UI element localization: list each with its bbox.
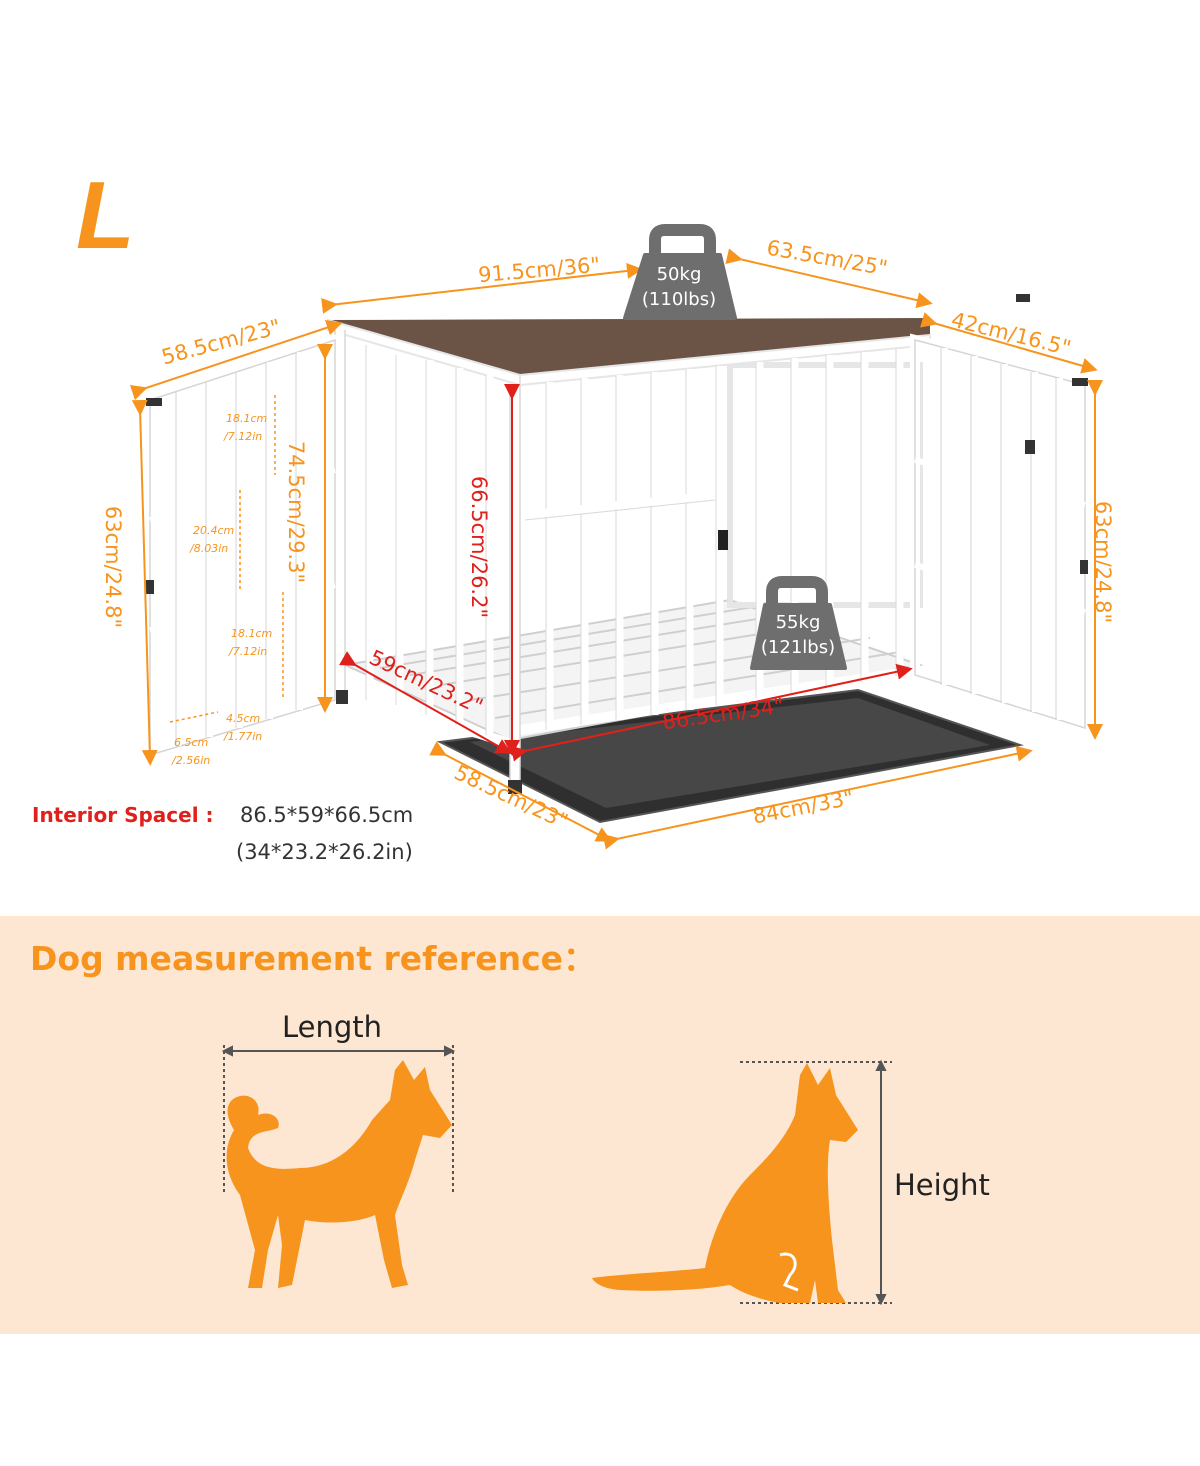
right-door	[910, 333, 1090, 735]
weight-top-lbs: (110lbs)	[641, 289, 717, 310]
foot-a-cm: 6.5cm	[174, 736, 209, 749]
height-measure	[740, 1059, 892, 1306]
weight-icon-top	[623, 224, 737, 320]
interior-metric: 86.5*59*66.5cm	[240, 803, 414, 827]
sitting-dog-leg-line	[779, 1252, 799, 1292]
foot-left	[336, 690, 348, 704]
bar-gap-mid-in: /8.03in	[190, 542, 229, 555]
bar-gap-mid-cm: 20.4cm	[193, 524, 235, 537]
dimension-lines	[129, 248, 1103, 850]
weight-floor-lbs: (121lbs)	[760, 637, 836, 658]
standing-dog-silhouette	[226, 1060, 452, 1288]
bar-gap-lines	[169, 395, 284, 723]
sitting-dog-silhouette	[592, 1063, 858, 1303]
foot-b-in: /1.77in	[224, 730, 263, 743]
weight-floor: 55kg (121lbs)	[750, 610, 846, 660]
interior-lines	[339, 384, 913, 762]
size-label: L	[76, 162, 135, 269]
weight-top-kg: 50kg	[656, 264, 702, 285]
door-height-left-dim: 63cm/24.8"	[101, 505, 126, 629]
front-bars	[546, 349, 904, 730]
weight-floor-kg: 55kg	[775, 612, 821, 633]
bar-gap-bot-cm: 18.1cm	[231, 627, 273, 640]
dog-silhouettes	[221, 1045, 892, 1306]
front-crossbar	[524, 491, 716, 519]
crate-illustration	[129, 224, 1103, 850]
overall-height-dim: 74.5cm/29.3"	[284, 440, 309, 584]
bar-gap-top-in: /7.12in	[224, 430, 263, 443]
door-height-right-dim: 63cm/24.8"	[1091, 500, 1116, 624]
bar-gap-top-cm: 18.1cm	[226, 412, 268, 425]
length-label: Length	[282, 1010, 383, 1044]
weight-top: 50kg (110lbs)	[624, 262, 734, 312]
height-label: Height	[894, 1168, 990, 1202]
wood-top	[328, 318, 930, 375]
interior-height-dim: 66.5cm/26.2"	[467, 475, 492, 619]
length-measure	[221, 1045, 456, 1195]
interior-label: Interior Spacel :	[32, 803, 214, 827]
reference-title: Dog measurement reference：	[30, 939, 597, 978]
front-latch	[718, 530, 728, 550]
foot-a-in: /2.56in	[172, 754, 211, 767]
bar-gap-bot-in: /7.12in	[229, 645, 268, 658]
interior-imperial: (34*23.2*26.2in)	[236, 840, 413, 864]
reference-panel	[0, 916, 1200, 1334]
weight-icon-floor	[750, 576, 847, 670]
foot-b-cm: 4.5cm	[226, 712, 261, 725]
